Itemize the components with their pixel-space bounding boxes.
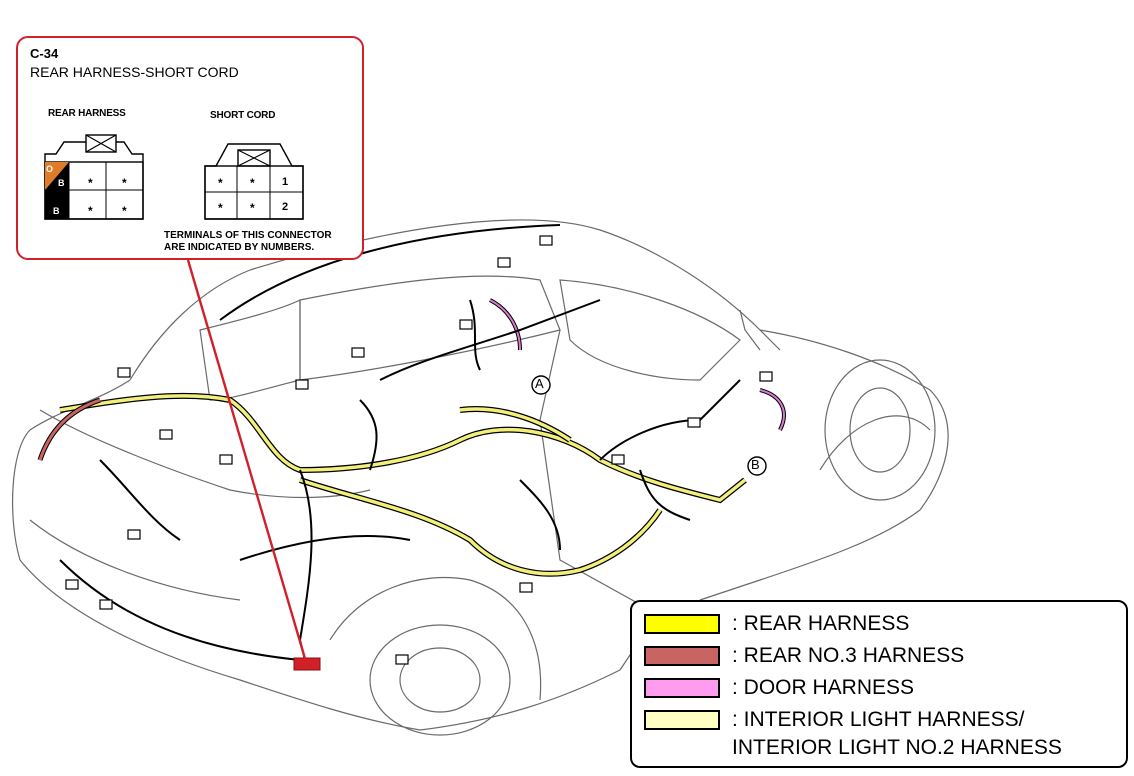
short-cord-label: SHORT CORD <box>210 110 276 121</box>
legend-label: INTERIOR LIGHT NO.2 HARNESS <box>732 736 1062 759</box>
pin-b1-label: B <box>58 178 65 188</box>
car-body-outline <box>11 219 949 736</box>
connector-name: REAR HARNESS-SHORT CORD <box>30 64 239 80</box>
pin-o-label: O <box>46 164 53 174</box>
legend-label: : REAR NO.3 HARNESS <box>732 644 965 667</box>
black-wires <box>59 224 741 661</box>
rear-harness-path <box>59 392 747 577</box>
connector-blocks <box>65 235 773 665</box>
legend-swatch <box>644 646 720 666</box>
note-line-2: ARE INDICATED BY NUMBERS. <box>164 242 315 253</box>
rear-harness-label: REAR HARNESS <box>48 108 126 119</box>
door-harness-path <box>489 298 786 431</box>
rear-harness-connector-face <box>44 134 144 220</box>
cord-pin-star: * <box>250 201 255 215</box>
marker-b-label: B <box>751 457 760 472</box>
marker-a-label: A <box>535 376 544 391</box>
legend-swatch <box>644 678 720 698</box>
connector-code: C-34 <box>30 46 59 61</box>
legend-swatch <box>644 614 720 634</box>
harness-legend: : REAR HARNESS : REAR NO.3 HARNESS : DOO… <box>630 600 1128 768</box>
short-cord-connector-face <box>204 143 304 220</box>
note-line-1: TERMINALS OF THIS CONNECTOR <box>164 230 332 241</box>
legend-swatch <box>644 710 720 730</box>
cord-pin-star: * <box>250 176 255 190</box>
marker-b <box>747 456 767 476</box>
cord-pin-2: 2 <box>282 201 288 213</box>
pin-star: * <box>88 176 93 190</box>
legend-label: : REAR HARNESS <box>732 612 910 635</box>
c34-location-marker <box>293 657 321 671</box>
legend-label: : INTERIOR LIGHT HARNESS/ <box>732 708 1025 731</box>
callout-pointer <box>186 259 308 663</box>
cord-pin-star: * <box>218 201 223 215</box>
cord-pin-1: 1 <box>282 176 288 188</box>
pin-star: * <box>88 204 93 218</box>
cord-pin-star: * <box>218 176 223 190</box>
pin-star: * <box>122 176 127 190</box>
pin-b2-label: B <box>53 206 60 216</box>
pin-star: * <box>122 204 127 218</box>
marker-a <box>531 375 551 395</box>
connector-note: TERMINALS OF THIS CONNECTOR ARE INDICATE… <box>164 230 332 254</box>
rear-no3-harness-path <box>37 397 101 461</box>
connector-callout: C-34 REAR HARNESS-SHORT CORD REAR HARNES… <box>16 36 364 260</box>
legend-label: : DOOR HARNESS <box>732 676 915 699</box>
